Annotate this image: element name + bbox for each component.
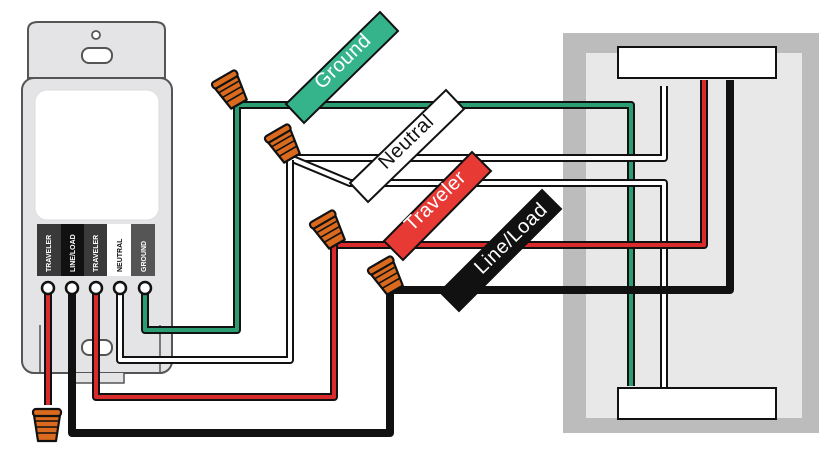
terminal-label-ground: GROUND <box>141 241 148 272</box>
line-load-tag-label: Line/Load <box>470 199 552 279</box>
terminal-screws <box>40 280 153 296</box>
ground-wire <box>141 101 635 386</box>
mounting-screw <box>91 30 101 40</box>
bottom-bracket <box>617 387 777 420</box>
terminal-strip: TRAVELER LINE/LOAD TRAVELER NEUTRAL GROU… <box>37 224 155 276</box>
mounting-slot <box>81 47 113 64</box>
electrical-box <box>563 33 819 433</box>
line-load-wire <box>68 80 734 437</box>
terminal-label-traveler-1: TRAVELER <box>46 235 53 272</box>
top-bracket <box>617 46 777 79</box>
terminal-label-traveler-2: TRAVELER <box>93 235 100 272</box>
terminal-label-neutral: NEUTRAL <box>117 238 124 272</box>
traveler-wire <box>44 80 708 405</box>
terminal-label-line-load: LINE/LOAD <box>70 234 77 272</box>
wire-nut-switch-cap <box>31 407 63 443</box>
